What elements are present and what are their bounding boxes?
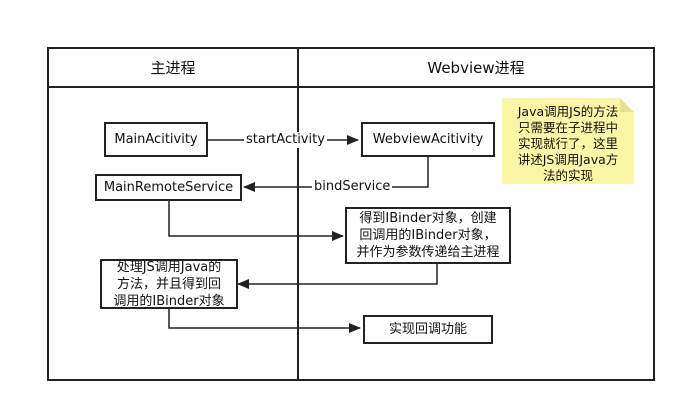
sticky-note: Java调用JS的方法 只需要在子进程中 实现就行了，这里 讲述JS调用Java… [502, 98, 634, 184]
note-fold-corner [620, 98, 634, 112]
edge-ibinder-to-handle-line [237, 264, 438, 289]
edge-label-bind-service: bindService [312, 179, 393, 195]
node-get-ibinder: 得到IBinder对象，创建 回调用的IBinder对象， 并作为参数传递给主进… [345, 207, 511, 264]
edge-label-start-activity: startActivity [244, 132, 327, 148]
node-implement-callback: 实现回调功能 [363, 315, 493, 344]
node-main-remote-service: MainRemoteService [95, 174, 242, 201]
node-webview-activity: WebviewAcitivity [361, 122, 495, 157]
edge-bind-service-line [243, 157, 429, 192]
lane-title-main-process: 主进程 [150, 59, 196, 77]
edge-handle-to-callback-line [168, 309, 361, 333]
node-handle-js-call: 处理JS调用Java的 方法，并且得到回 调用的IBinder对象 [100, 259, 238, 309]
node-main-activity: MainAcitivity [104, 122, 208, 157]
lane-title-webview-process: Webview进程 [427, 59, 525, 77]
outer-border [47, 47, 655, 381]
edge-service-to-ibinder-line [168, 201, 344, 241]
